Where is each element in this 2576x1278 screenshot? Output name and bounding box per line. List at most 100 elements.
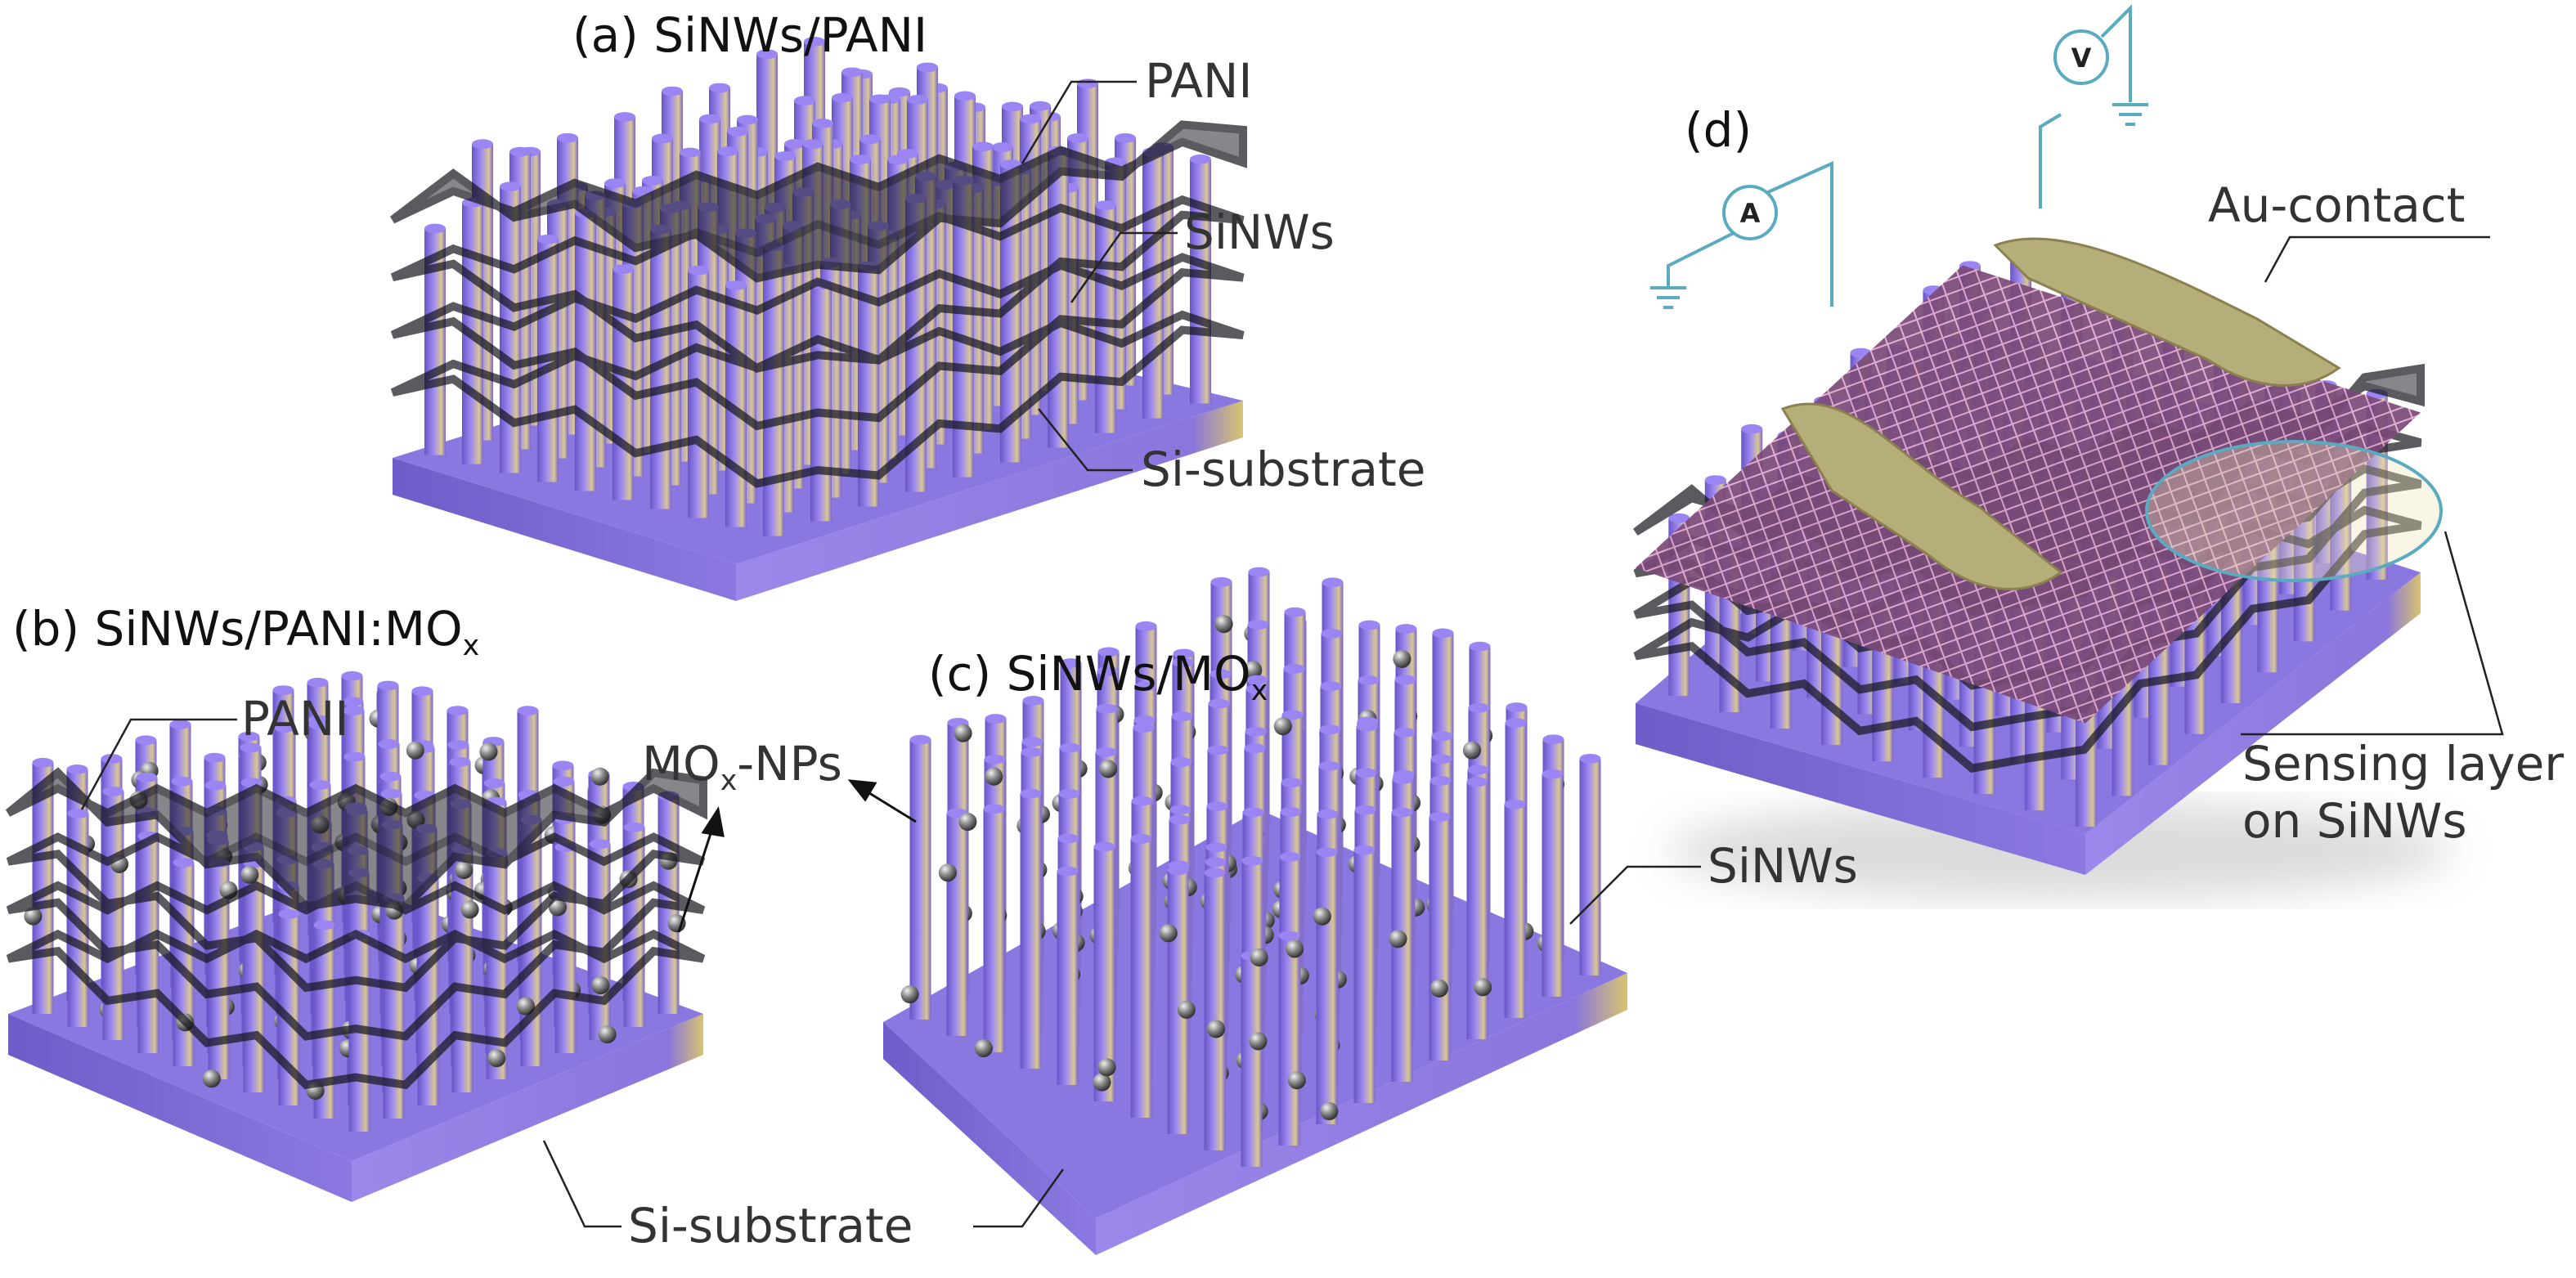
nanowire-top — [1245, 726, 1267, 737]
leader-c-substrate — [973, 1168, 1065, 1228]
nanowire-top — [725, 280, 747, 290]
nanowire-top — [1020, 114, 1041, 124]
nanowire-top — [1468, 702, 1490, 713]
substrate-side — [2085, 572, 2421, 875]
nanowire-top — [680, 147, 701, 158]
nanowire-top — [1354, 805, 1376, 815]
nanowire-top — [274, 723, 296, 733]
nanowire-top — [1021, 737, 1043, 747]
nanowire-top — [411, 686, 433, 697]
mox-nanoparticle — [487, 1049, 506, 1068]
mox-nanoparticle — [1287, 1071, 1306, 1090]
panel-d-structure — [1632, 237, 2453, 899]
nanowire-top — [784, 139, 806, 149]
mox-nanoparticle — [24, 907, 43, 926]
ammeter-wire — [1667, 160, 1833, 307]
nanowire-top — [1000, 159, 1021, 169]
nanowire-top — [589, 839, 611, 850]
nanowire — [1466, 782, 1488, 1039]
mox-nanoparticle — [1097, 1058, 1116, 1077]
nanowire-top — [1097, 647, 1120, 657]
nanowire-top — [1134, 681, 1156, 692]
arrow-c-nps — [862, 787, 917, 823]
label-a-substrate: Si-substrate — [1141, 442, 1426, 497]
nanowire-top — [1171, 711, 1193, 722]
mox-nanoparticle — [240, 865, 259, 884]
panel-a-structure — [389, 37, 1247, 601]
mox-nanoparticle — [1389, 930, 1407, 948]
leader-a-sinws — [1070, 231, 1178, 303]
nanowire-top — [887, 155, 909, 165]
nanowire-top — [1130, 834, 1152, 844]
nanowire-top — [1135, 621, 1157, 631]
nanowire-top — [1172, 657, 1194, 668]
nanowire-top — [614, 112, 635, 122]
label-nps-sub: x — [720, 765, 738, 798]
nanowire — [1241, 955, 1263, 1167]
nanowire-top — [1356, 721, 1378, 732]
nanowire-top — [1467, 765, 1489, 775]
mox-nanoparticle — [1393, 649, 1411, 668]
nanowire-top — [1283, 664, 1305, 674]
nanowire-top — [1391, 807, 1413, 818]
mox-nanoparticle — [1159, 924, 1178, 943]
voltmeter-label: V — [2071, 43, 2092, 74]
mox-nanoparticle — [900, 984, 919, 1004]
nanowire-top — [1504, 799, 1526, 809]
nanowire-top — [909, 734, 931, 745]
nanowire — [858, 266, 879, 507]
substrate-side — [1636, 703, 2085, 875]
nanowire-top — [983, 804, 1005, 814]
nanowire-top — [662, 86, 683, 96]
pani-layer — [5, 767, 707, 1090]
nanowire-top — [1322, 577, 1344, 588]
leader-b-substrate — [542, 1140, 622, 1228]
nanowire-top — [308, 720, 330, 730]
nanowire-top — [1245, 684, 1268, 694]
nanowire-top — [984, 754, 1006, 765]
nanowire-top — [1394, 675, 1416, 685]
nanowire-top — [604, 178, 626, 188]
mox-nanoparticle — [1093, 1073, 1111, 1092]
nanowire-top — [1393, 727, 1416, 738]
mox-nanoparticle — [1474, 978, 1492, 997]
nanowire-top — [709, 83, 730, 93]
nanowire-top — [1278, 930, 1300, 941]
nanowire-top — [1284, 607, 1306, 617]
nanowire-top — [517, 706, 539, 715]
nanowire — [1429, 817, 1451, 1061]
nanowire-top — [1208, 698, 1230, 709]
nanowire-top — [1316, 847, 1338, 858]
panel-b-title-sub: x — [462, 630, 480, 663]
label-c-sinws: SiNWs — [1708, 838, 1858, 894]
ammeter-label: A — [1740, 198, 1761, 229]
nanowire-array — [900, 567, 1601, 1167]
panel-b-title-main: (b) SiNWs/PANI:MO — [12, 601, 463, 657]
nanowire-top — [841, 67, 863, 78]
nanowire — [1579, 758, 1601, 975]
substrate-side — [352, 1014, 703, 1202]
nanowire-top — [1077, 78, 1098, 89]
nanowire-top — [1133, 723, 1155, 733]
nanowire-top — [1167, 865, 1189, 876]
nanowire — [1142, 152, 1164, 419]
nanowire-top — [1353, 845, 1376, 855]
nanowire-top — [1204, 868, 1226, 878]
nanowire-top — [859, 134, 881, 145]
nanowire-top — [1095, 747, 1117, 757]
nanowire-top — [472, 139, 493, 150]
label-shared-substrate: Si-substrate — [628, 1198, 913, 1253]
nanowire — [1278, 935, 1300, 1146]
nanowire-top — [1355, 768, 1377, 778]
leader-d-sensing — [2241, 531, 2504, 736]
nanowire-top — [1506, 702, 1528, 712]
nanowire-top — [717, 146, 738, 156]
label-a-sinws: SiNWs — [1184, 204, 1335, 260]
nanowire — [1204, 872, 1226, 1150]
nanowire-top — [1579, 753, 1601, 764]
nanowire-top — [278, 909, 300, 919]
mox-nanoparticle — [1286, 939, 1304, 958]
nanowire-top — [1430, 754, 1452, 765]
nanowire-top — [204, 752, 226, 763]
